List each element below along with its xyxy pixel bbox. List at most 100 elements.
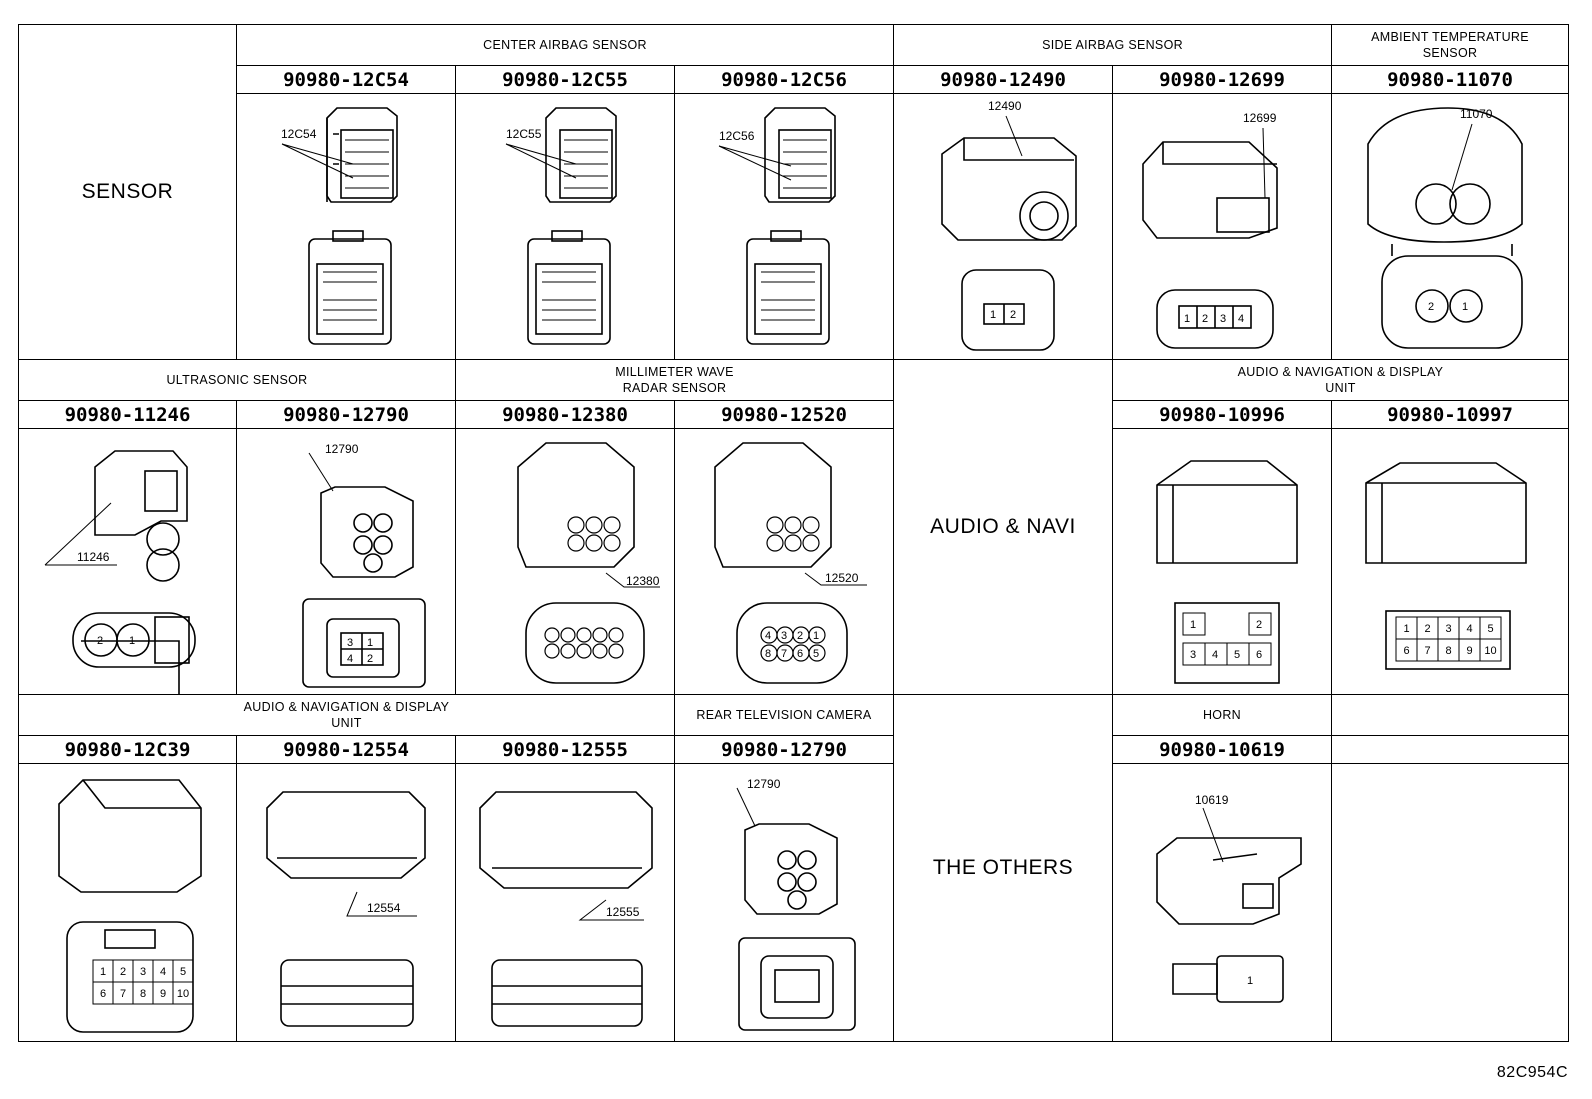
pin-number: 3	[1220, 313, 1226, 325]
empty-cell	[1331, 694, 1569, 736]
pin-number: 2	[1424, 623, 1430, 635]
connector-figure-12699: 12699 1 2 3 4	[1112, 93, 1332, 360]
pin-number: 8	[1445, 645, 1451, 657]
pin-number: 6	[1403, 645, 1409, 657]
group-mmwave: MILLIMETER WAVE RADAR SENSOR	[455, 359, 894, 401]
pin-number: 8	[765, 648, 771, 660]
pin-number: 1	[1190, 619, 1196, 631]
connector-figure-10619: 10619 1	[1112, 763, 1332, 1042]
connector-figure-12790: 12790 3 1 4 2	[236, 428, 456, 695]
pin-number: 8	[140, 988, 146, 1000]
section-sensor: SENSOR	[18, 24, 237, 360]
connector-label: 10619	[1195, 793, 1229, 807]
connector-label: 12554	[367, 901, 401, 915]
connector-label: 12555	[606, 905, 640, 919]
pin-number: 7	[120, 988, 126, 1000]
part-number: 90980-10619	[1112, 735, 1332, 764]
pin-number: 2	[120, 966, 126, 978]
connector-figure-12380: 12380	[455, 428, 675, 695]
part-number: 90980-11246	[18, 400, 237, 429]
pin-number: 5	[813, 648, 819, 660]
pin-number: 3	[347, 637, 353, 649]
pin-number: 6	[797, 648, 803, 660]
connector-figure-12555: 12555	[455, 763, 675, 1042]
pin-number: 1	[1184, 313, 1190, 325]
pin-number: 3	[781, 630, 787, 642]
part-number: 90980-12C55	[455, 65, 675, 94]
connector-label: 12790	[747, 777, 781, 791]
connector-label: 11070	[1460, 107, 1493, 121]
pin-number: 9	[160, 988, 166, 1000]
connector-figure-12c55: 12C55	[455, 93, 675, 360]
connector-figure-11246: 11246 2 1	[18, 428, 237, 695]
pin-number: 1	[129, 635, 135, 647]
connector-label: 11246	[77, 550, 110, 564]
part-number: 90980-12490	[893, 65, 1113, 94]
connector-label: 12790	[325, 442, 359, 456]
group-side-airbag: SIDE AIRBAG SENSOR	[893, 24, 1332, 66]
part-number: 90980-11070	[1331, 65, 1569, 94]
group-ultrasonic: ULTRASONIC SENSOR	[18, 359, 456, 401]
group-audio-nav-unit: AUDIO & NAVIGATION & DISPLAY UNIT	[1112, 359, 1569, 401]
group-center-airbag: CENTER AIRBAG SENSOR	[236, 24, 894, 66]
connector-figure-12c54: 12C54	[236, 93, 456, 360]
connector-label: 12520	[825, 571, 859, 585]
group-audio-nav-unit: AUDIO & NAVIGATION & DISPLAY UNIT	[18, 694, 675, 736]
pin-cell	[1479, 638, 1502, 662]
section-others: THE OTHERS	[893, 694, 1113, 1042]
part-number: 90980-12554	[236, 735, 456, 764]
pin-number: 2	[367, 653, 373, 665]
pin-number: 4	[1238, 313, 1244, 325]
part-number: 90980-12555	[455, 735, 675, 764]
group-horn: HORN	[1112, 694, 1332, 736]
part-number: 90980-10997	[1331, 400, 1569, 429]
pin-number: 5	[180, 966, 186, 978]
pin-number: 3	[1445, 623, 1451, 635]
pin-number: 5	[1487, 623, 1493, 635]
part-number: 90980-12C56	[674, 65, 894, 94]
connector-figure-12520: 4 3 2 1 8 7 6 5 12520	[674, 428, 894, 695]
pin-number: 5	[1234, 649, 1240, 661]
pin-cell	[172, 981, 194, 1005]
pin-number: 4	[347, 653, 353, 665]
connector-label: 12490	[988, 99, 1022, 113]
pin-number: 2	[797, 630, 803, 642]
pin-number: 10	[177, 988, 189, 1000]
connector-label: 12699	[1243, 111, 1277, 125]
part-number: 90980-12C54	[236, 65, 456, 94]
connector-figure-12490: 12490 1 2	[893, 93, 1113, 360]
pin-number: 2	[1256, 619, 1262, 631]
pin-number: 4	[1466, 623, 1472, 635]
pin-number: 7	[781, 648, 787, 660]
pin-number: 1	[367, 637, 373, 649]
connector-figure-12790-camera: 12790	[674, 763, 894, 1042]
empty-cell	[1331, 735, 1569, 764]
group-rear-tv-camera: REAR TELEVISION CAMERA	[674, 694, 894, 736]
connector-label: 12C56	[719, 129, 755, 143]
pin-number: 1	[1462, 301, 1468, 313]
connector-figure-12c56: 12C56	[674, 93, 894, 360]
pin-number: 9	[1466, 645, 1472, 657]
pin-number: 3	[140, 966, 146, 978]
connector-label: 12380	[626, 574, 660, 588]
section-audio-navi: AUDIO & NAVI	[893, 359, 1113, 695]
pin-number: 1	[1403, 623, 1409, 635]
pin-number: 4	[1212, 649, 1218, 661]
pin-number: 4	[765, 630, 771, 642]
connector-table: SENSOR CENTER AIRBAG SENSOR SIDE AIRBAG …	[18, 24, 1569, 1042]
part-number: 90980-12699	[1112, 65, 1332, 94]
pin-number: 1	[990, 309, 996, 321]
part-number: 90980-12C39	[18, 735, 237, 764]
part-number: 90980-12790	[674, 735, 894, 764]
connector-figure-12554: 12554	[236, 763, 456, 1042]
pin-number: 2	[97, 635, 103, 647]
pin-number: 2	[1428, 301, 1434, 313]
pin-number: 2	[1010, 309, 1016, 321]
part-number: 90980-10996	[1112, 400, 1332, 429]
connector-label: 12C54	[281, 127, 317, 141]
empty-cell	[1331, 763, 1569, 1042]
figure-code: 82C954C	[1496, 1064, 1568, 1081]
connector-label: 12C55	[506, 127, 542, 141]
pin-number: 6	[1256, 649, 1262, 661]
